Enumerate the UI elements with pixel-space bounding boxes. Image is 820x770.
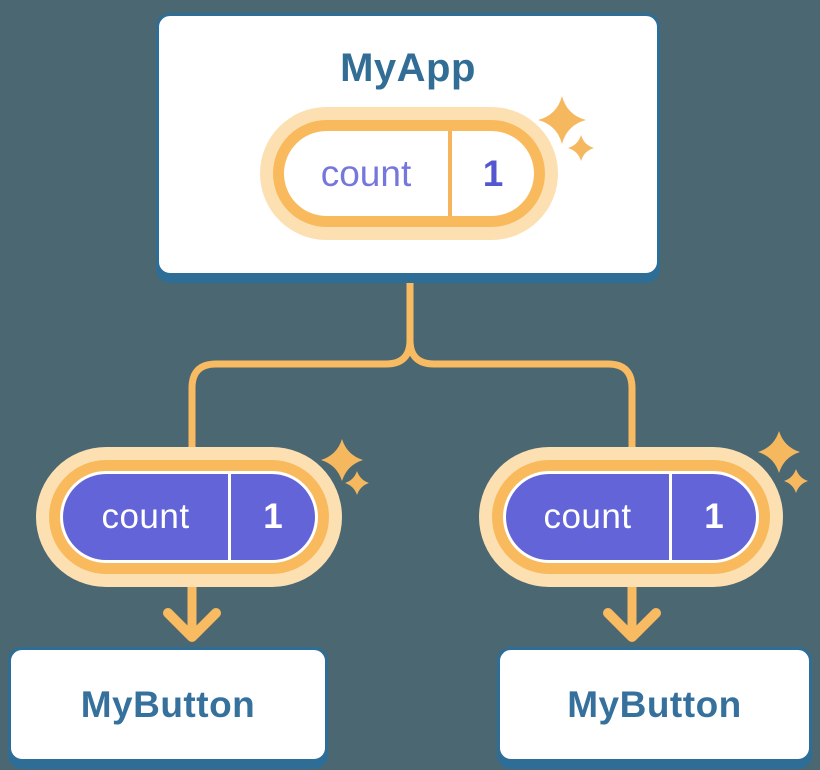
state-key: count (543, 497, 632, 536)
right-component-card: MyButton (497, 647, 812, 762)
connector-root-to-right (406, 278, 636, 490)
right-prop-pill: count 1 (503, 471, 759, 563)
sparkle-icon (538, 96, 586, 144)
component-title: MyButton (567, 683, 742, 725)
component-title: MyApp (340, 46, 476, 90)
state-value: 1 (448, 131, 534, 216)
component-title: MyButton (80, 683, 256, 725)
down-arrow-icon (163, 555, 221, 642)
state-key: count (101, 497, 190, 536)
sparkle-icon (758, 431, 800, 473)
sparkle-icon (321, 439, 363, 481)
sparkle-icon (784, 469, 808, 493)
sparkle-icon (568, 135, 594, 161)
state-key: count (320, 152, 412, 194)
state-value: 1 (228, 474, 315, 560)
state-value: 1 (669, 474, 756, 560)
left-component-card: MyButton (8, 647, 328, 762)
root-state-pill: count 1 (284, 131, 534, 216)
left-prop-pill: count 1 (60, 471, 318, 563)
sparkle-icon (345, 471, 369, 495)
down-arrow-icon (603, 555, 661, 642)
